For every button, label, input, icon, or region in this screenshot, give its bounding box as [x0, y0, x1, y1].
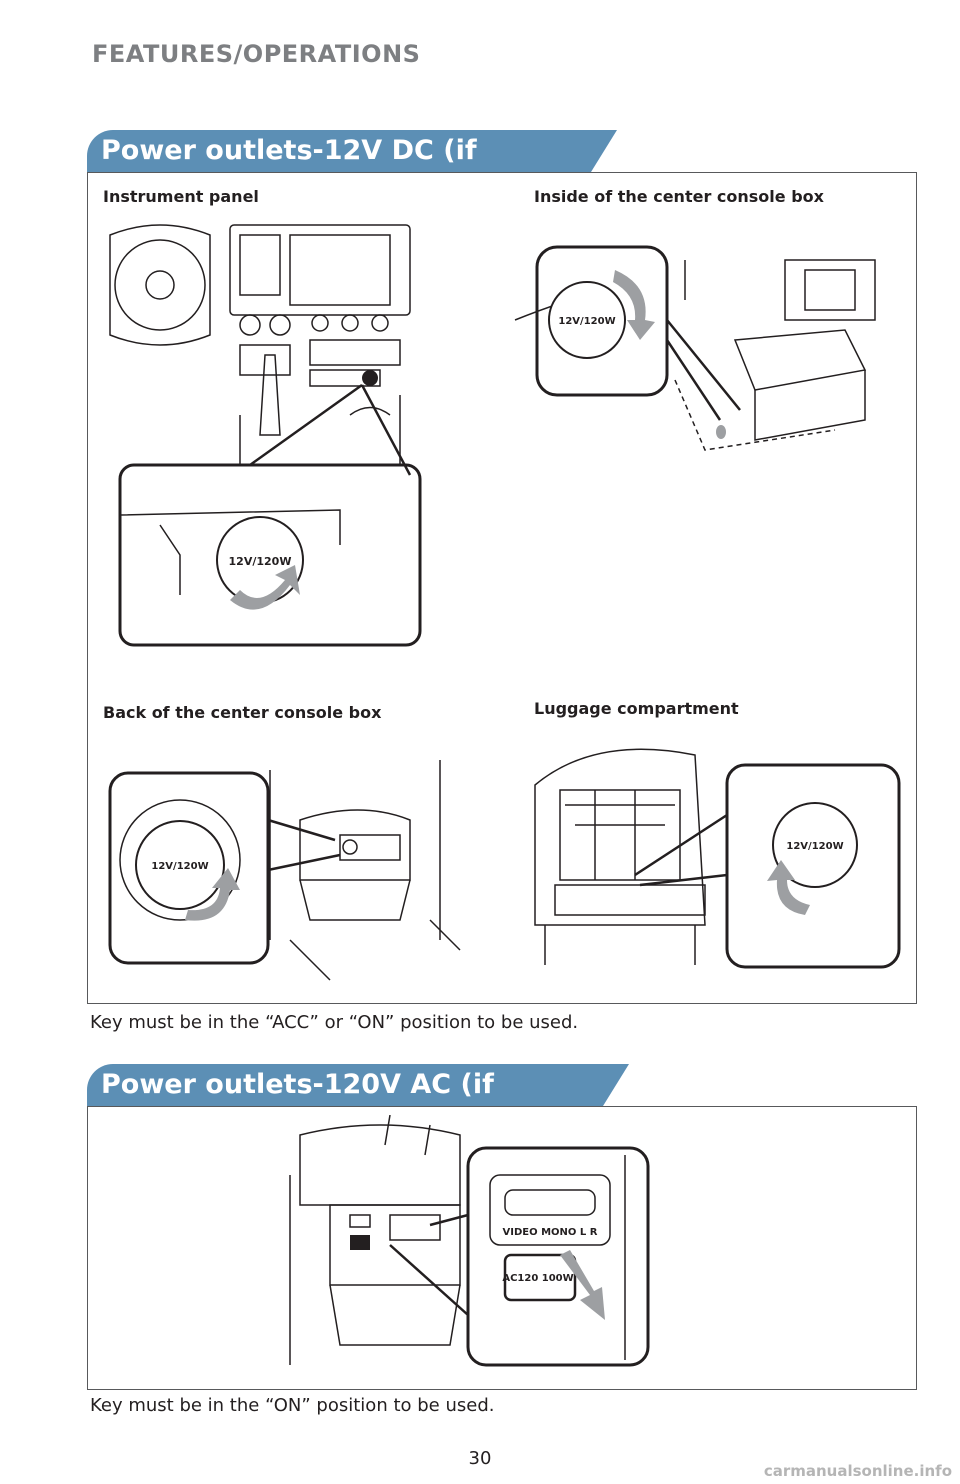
page-number: 30: [468, 1448, 492, 1469]
console-back-cap-text: 12V/120W: [151, 861, 208, 872]
ac-outlet-illustration: VIDEO MONO L R AC120 100W: [289, 1115, 650, 1367]
ac-key-note: Key must be in the “ON” position to be u…: [90, 1395, 495, 1416]
label-console-inside: Inside of the center console box: [534, 187, 824, 206]
section-header: FEATURES/OPERATIONS: [92, 40, 421, 68]
instrument-panel-illustration: 12V/120W: [109, 224, 422, 647]
console-inside-cap-text: 12V/120W: [558, 316, 615, 327]
label-luggage: Luggage compartment: [534, 699, 739, 718]
console-back-illustration: 12V/120W: [108, 760, 461, 981]
luggage-illustration: 12V/120W: [534, 748, 901, 969]
instrument-cap-text: 12V/120W: [229, 555, 292, 568]
watermark: carmanualsonline.info: [763, 1462, 952, 1480]
luggage-cap-text: 12V/120W: [786, 841, 843, 852]
console-inside-illustration: 12V/120W: [514, 245, 876, 451]
ac-outlet-text: AC120 100W: [502, 1273, 573, 1284]
ac-panel-text: VIDEO MONO L R: [503, 1227, 598, 1238]
dc-section-title: Power outlets-12V DC (if equipped): [87, 130, 617, 208]
label-instrument-panel: Instrument panel: [103, 187, 259, 206]
ac-illustration-frame: [87, 1106, 917, 1390]
ac-section-title: Power outlets-120V AC (if equipped): [87, 1064, 629, 1142]
label-console-back: Back of the center console box: [103, 703, 382, 722]
dc-key-note: Key must be in the “ACC” or “ON” positio…: [90, 1012, 579, 1033]
